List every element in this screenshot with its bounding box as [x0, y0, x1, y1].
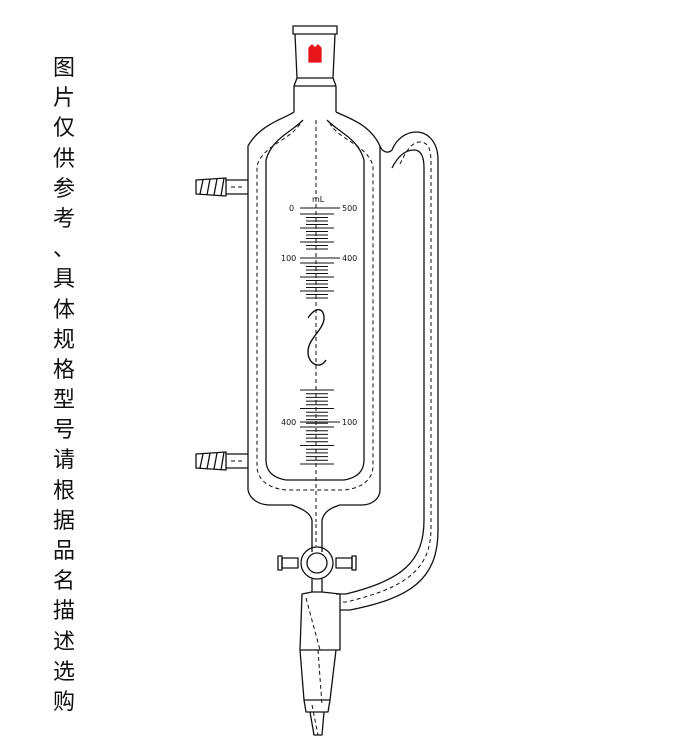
notice-char: 购: [52, 689, 75, 715]
notice-char: 、: [52, 237, 75, 263]
notice-char: 考: [52, 206, 75, 232]
scale-right-bottom-label: 100: [342, 418, 357, 427]
scale-left-top-label: 0: [289, 204, 294, 213]
notice-char: 规: [52, 327, 75, 353]
notice-char: 品: [52, 539, 75, 564]
notice-char: 仅: [52, 116, 75, 142]
notice-char: 根: [52, 478, 75, 504]
scale-unit-label: mL: [312, 195, 325, 204]
side-arm-inner: [336, 149, 425, 595]
notice-char: 图: [52, 56, 75, 81]
scale-right-mid-label: 400: [342, 254, 357, 263]
stopper-joint: [292, 25, 338, 112]
notice-char: 具: [52, 267, 75, 293]
notice-char: 参: [52, 176, 75, 202]
jacket-outer: [247, 111, 439, 611]
notice-char: 片: [52, 86, 75, 112]
notice-char: 型: [52, 388, 75, 414]
scale-right-top-label: 500: [342, 204, 357, 213]
notice-char: 格: [52, 357, 75, 383]
notice-char: 描: [52, 599, 75, 625]
notice-vertical-text: 图片仅供参考、具体规格型号请根据品名描述选购: [50, 54, 78, 718]
notice-char: 供: [52, 146, 75, 172]
notice-char: 名: [52, 569, 75, 595]
stopcock: [277, 546, 357, 592]
notice-char: 述: [52, 629, 75, 655]
notice-char: 请: [52, 448, 75, 474]
stopper-mark-icon: [308, 44, 322, 63]
notice-char: 据: [52, 508, 75, 534]
notice-char: 体: [52, 297, 75, 323]
scale-left-bottom-label: 400: [281, 418, 296, 427]
graduation-scale: [300, 207, 340, 465]
upper-hose-nozzle: [195, 177, 248, 197]
outlet-joint: [299, 591, 341, 736]
scale-left-mid-label: 100: [281, 254, 296, 263]
notice-char: 号: [52, 418, 75, 444]
lower-hose-nozzle: [195, 451, 248, 471]
jacket-outer-right: [321, 146, 381, 545]
notice-char: 选: [52, 659, 75, 685]
